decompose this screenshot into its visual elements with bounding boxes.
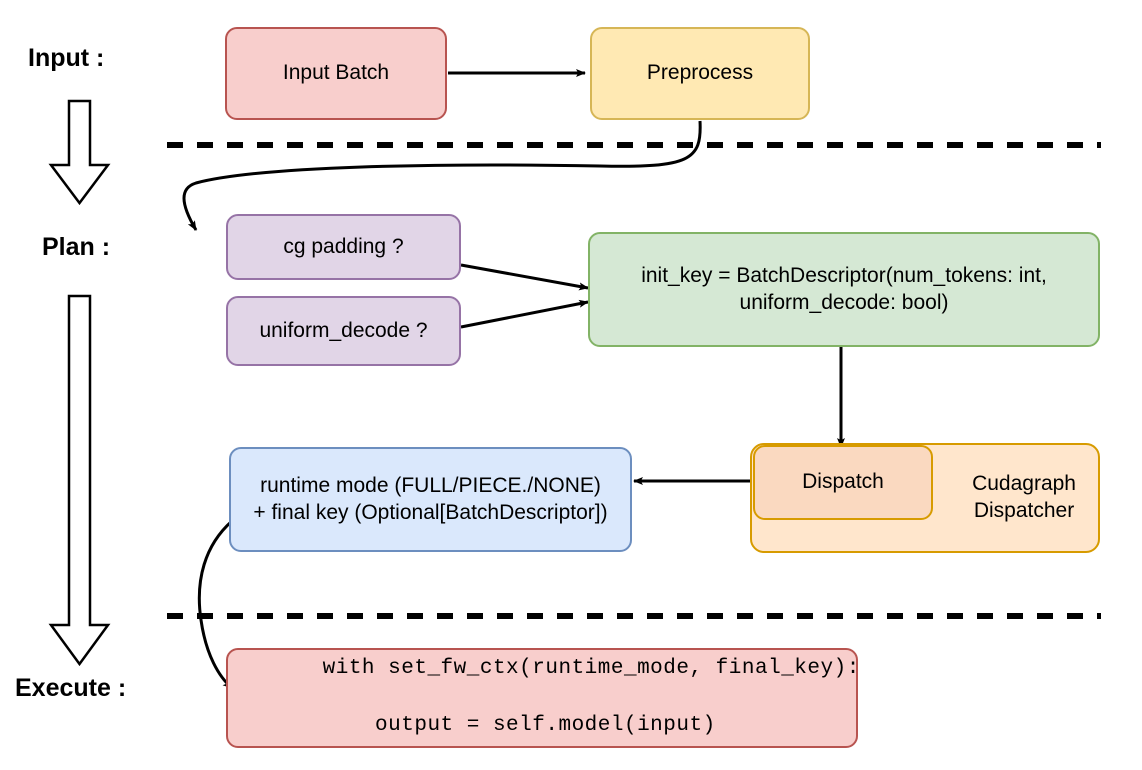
node-init-key[interactable]: init_key = BatchDescriptor(num_tokens: i… xyxy=(588,232,1100,347)
node-cudagraph-dispatcher-line1: Cudagraph xyxy=(972,472,1076,496)
plan-to-execute-stage-arrow xyxy=(48,294,111,667)
node-uniform-decode-label: uniform_decode ? xyxy=(259,318,428,342)
node-cudagraph-dispatcher-label: Cudagraph Dispatcher xyxy=(972,471,1076,525)
node-runtime-mode-text: runtime mode (FULL/PIECE./NONE) + final … xyxy=(237,473,624,527)
node-dispatch[interactable]: Dispatch xyxy=(753,445,933,520)
stage-label-execute: Execute : xyxy=(15,674,127,702)
node-input-batch[interactable]: Input Batch xyxy=(225,27,447,120)
uniform-decode-to-init-key-arrow xyxy=(460,299,589,329)
node-execute-code-text: with set_fw_ctx(runtime_mode, final_key)… xyxy=(244,627,860,769)
node-init-key-line2: uniform_decode: bool) xyxy=(739,290,949,314)
node-execute-code-line2: output = self.model(input) xyxy=(322,714,716,738)
node-input-batch-label: Input Batch xyxy=(282,61,390,85)
node-cudagraph-dispatcher-line2: Dispatcher xyxy=(973,499,1075,522)
node-execute-code-line1: with set_fw_ctx(runtime_mode, final_key)… xyxy=(322,657,860,681)
preprocess-to-cg-padding-arrow xyxy=(182,120,702,231)
input-to-plan-stage-arrow xyxy=(48,99,111,206)
node-runtime-mode[interactable]: runtime mode (FULL/PIECE./NONE) + final … xyxy=(229,447,632,552)
stage-label-plan: Plan : xyxy=(42,233,111,261)
runtime-mode-to-execute-code-arrow xyxy=(197,519,233,690)
node-cg-padding-label: cg padding ? xyxy=(283,234,404,258)
node-runtime-mode-line1: runtime mode (FULL/PIECE./NONE) xyxy=(260,473,601,497)
cg-padding-to-init-key-arrow xyxy=(460,263,589,291)
node-uniform-decode[interactable]: uniform_decode ? xyxy=(226,296,461,366)
node-preprocess[interactable]: Preprocess xyxy=(590,27,810,120)
node-dispatch-label: Dispatch xyxy=(802,470,884,494)
node-init-key-text: init_key = BatchDescriptor(num_tokens: i… xyxy=(596,263,1092,317)
stage-label-input: Input : xyxy=(28,44,105,72)
node-cg-padding[interactable]: cg padding ? xyxy=(226,214,461,280)
node-preprocess-label: Preprocess xyxy=(646,61,754,85)
node-init-key-line1: init_key = BatchDescriptor(num_tokens: i… xyxy=(641,263,1047,287)
node-execute-code[interactable]: with set_fw_ctx(runtime_mode, final_key)… xyxy=(226,648,859,748)
node-runtime-mode-line2: + final key (Optional[BatchDescriptor]) xyxy=(253,500,608,524)
